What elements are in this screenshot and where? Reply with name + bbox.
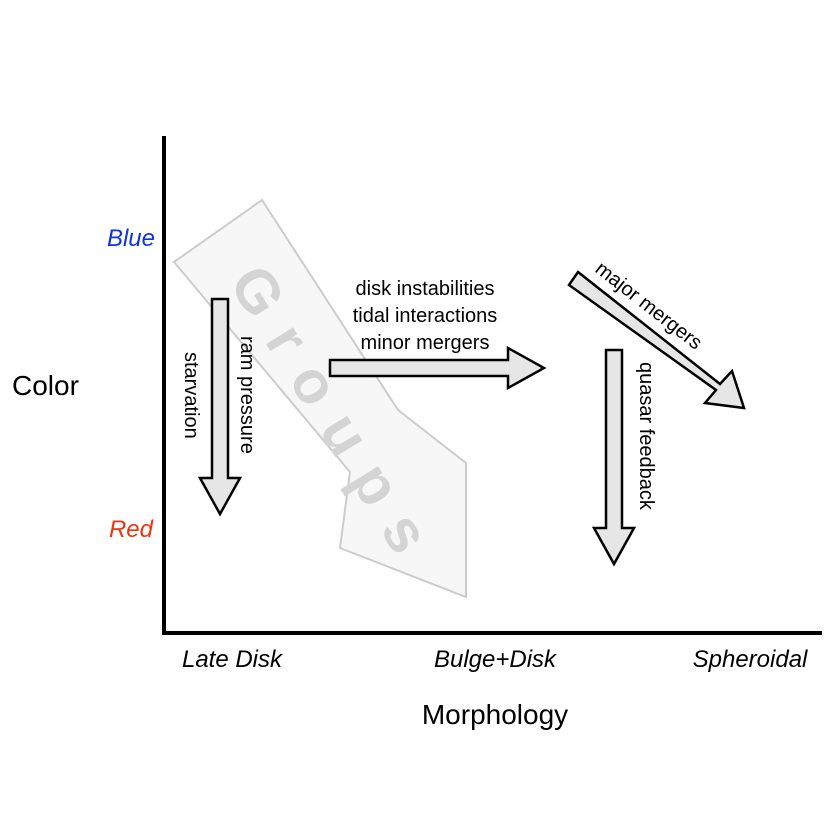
groups-arrow-shape [172,198,467,599]
major-mergers-arrow-shape [567,270,746,410]
starvation-label: starvation [180,352,202,439]
quasar-feedback-label: quasar feedback [635,362,657,511]
starvation-arrow: starvation ram pressure [180,297,258,517]
y-axis-title: Color [12,370,79,401]
disk-instabilities-label: disk instabilities [356,278,495,300]
tidal-interactions-label: tidal interactions [353,305,498,327]
secular-arrow-shape [328,345,547,391]
y-tick-red: Red [109,516,154,543]
quasar-arrow-shape [591,348,637,567]
ram-pressure-label: ram pressure [236,336,258,454]
quasar-feedback-arrow: quasar feedback [591,348,657,567]
secular-arrow: disk instabilities tidal interactions mi… [328,278,547,391]
x-tick-spheroidal: Spheroidal [693,646,808,673]
axes [162,136,822,635]
x-axis-title: Morphology [422,699,568,730]
starvation-arrow-shape [197,297,243,517]
minor-mergers-label: minor mergers [361,332,490,354]
x-tick-late-disk: Late Disk [182,646,284,673]
y-tick-blue: Blue [107,225,155,252]
x-tick-bulge-disk: Bulge+Disk [434,646,558,673]
